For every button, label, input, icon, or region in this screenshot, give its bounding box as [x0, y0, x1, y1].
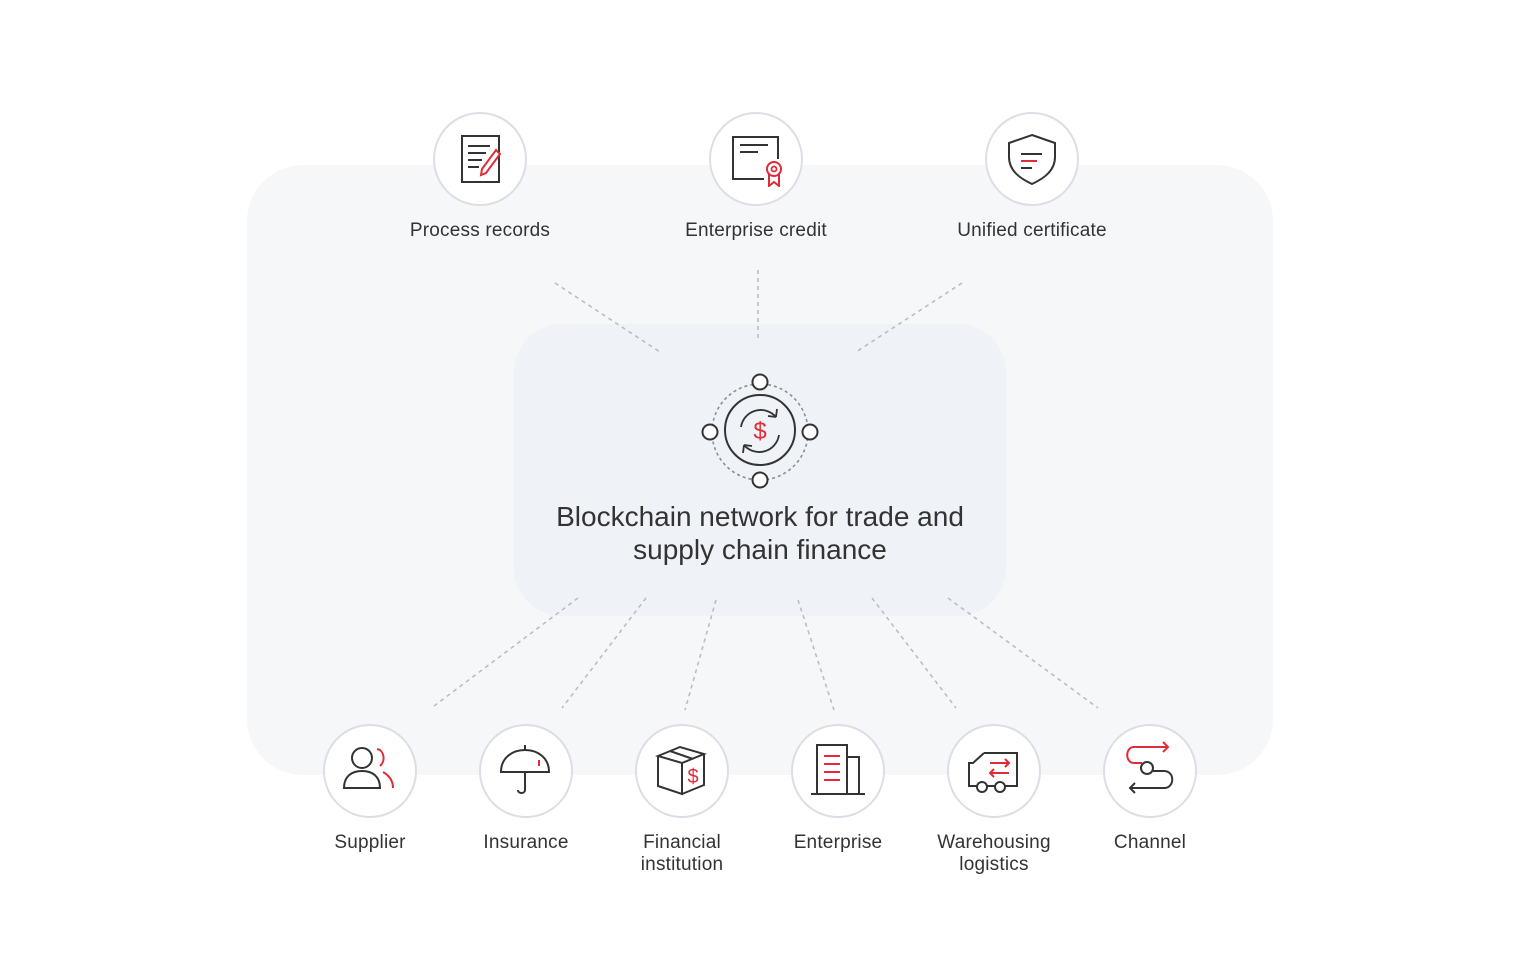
connector-enterprise: [797, 599, 835, 711]
node-insurance[interactable]: Insurance: [426, 724, 626, 854]
node-unified-certificate[interactable]: Unified certificate: [932, 112, 1132, 242]
hub-panel: [514, 324, 1006, 616]
node-supplier[interactable]: Supplier: [270, 724, 470, 854]
connector-financial-institution: [684, 599, 717, 711]
node-enterprise[interactable]: Enterprise: [738, 724, 938, 854]
document-edit-icon: [461, 135, 502, 183]
users-icon: [342, 747, 394, 789]
node-label: Unified certificate: [957, 220, 1107, 241]
umbrella-icon: [499, 745, 551, 794]
node-circle[interactable]: [479, 724, 573, 818]
connector-warehousing-logistics: [871, 597, 957, 709]
node-circle[interactable]: [323, 724, 417, 818]
node-circle[interactable]: [433, 112, 527, 206]
delivery-truck-icon: [968, 752, 1018, 793]
node-circle[interactable]: $: [635, 724, 729, 818]
connector-channel: [947, 597, 1099, 709]
node-label: Enterprise credit: [685, 220, 827, 241]
node-label: Warehousing logistics: [937, 832, 1051, 875]
node-circle[interactable]: [791, 724, 885, 818]
node-enterprise-credit[interactable]: Enterprise credit: [656, 112, 856, 242]
connector-supplier: [433, 597, 579, 707]
shield-icon: [1008, 133, 1056, 186]
node-channel[interactable]: Channel: [1050, 724, 1250, 854]
node-label: Process records: [409, 220, 551, 241]
building-icon: [811, 744, 865, 795]
certificate-ribbon-icon: [732, 136, 782, 187]
money-box-icon: $: [654, 745, 708, 796]
node-circle[interactable]: [947, 724, 1041, 818]
svg-text:$: $: [753, 418, 766, 445]
node-circle[interactable]: [1103, 724, 1197, 818]
connector-unified-certificate: [855, 282, 963, 353]
connector-process-records: [554, 282, 661, 353]
svg-text:$: $: [687, 766, 698, 788]
connector-insurance: [561, 597, 647, 709]
node-process-records[interactable]: Process records: [380, 112, 580, 242]
node-warehousing-logistics[interactable]: Warehousing logistics: [894, 724, 1094, 876]
node-label: Supplier: [334, 832, 406, 853]
route-icon: [1126, 741, 1174, 794]
node-circle[interactable]: [985, 112, 1079, 206]
currency-exchange-icon: $: [700, 372, 820, 492]
node-label: Enterprise: [793, 832, 883, 853]
node-financial-institution[interactable]: $ Financial institution: [582, 724, 782, 876]
node-circle[interactable]: [709, 112, 803, 206]
hub-title: Blockchain network for trade and supply …: [556, 501, 964, 565]
node-label: Insurance: [483, 832, 569, 853]
node-label: Financial institution: [640, 832, 724, 875]
node-label: Channel: [1113, 832, 1187, 853]
